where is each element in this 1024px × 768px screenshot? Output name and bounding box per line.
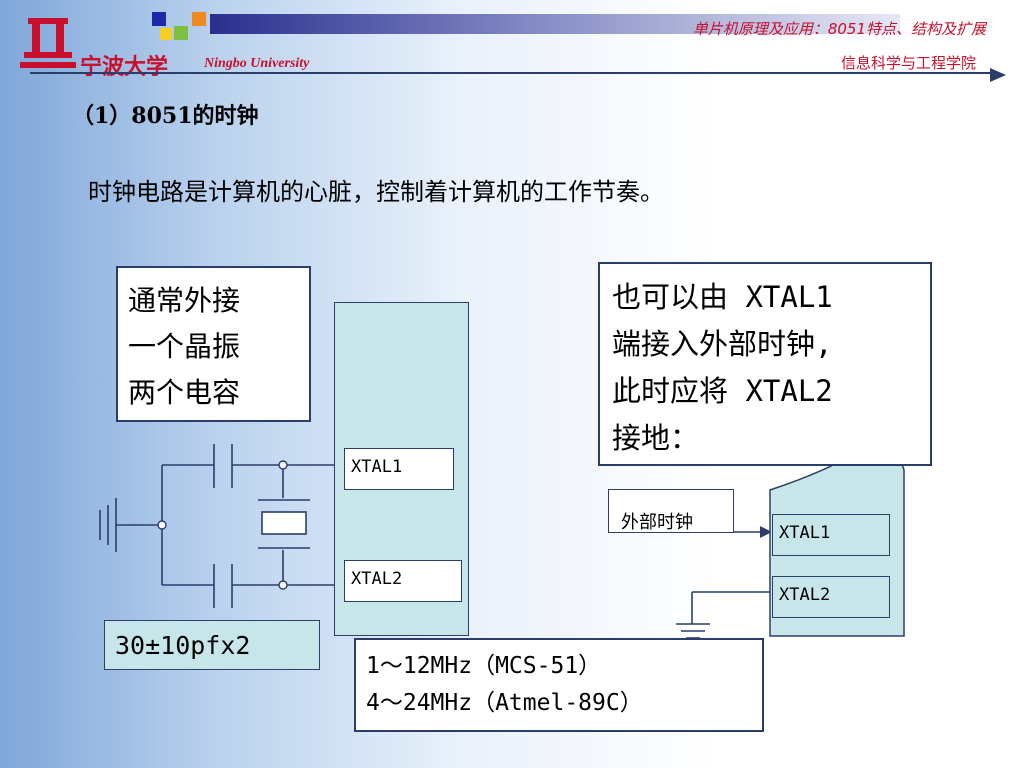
external-clock-label: 外部时钟 (608, 489, 734, 533)
university-logo-icon (20, 18, 76, 68)
note-external-line: 端接入外部时钟, (612, 327, 833, 361)
note-external-line: 也可以由 XTAL1 (612, 280, 833, 314)
note-crystal: 通常外接 一个晶振 两个电容 (116, 266, 311, 422)
pin-xtal2-left: XTAL2 (344, 560, 462, 602)
header-square-orange (192, 12, 206, 26)
pin-xtal1-right: XTAL1 (772, 514, 890, 556)
note-crystal-line: 一个晶振 (128, 330, 241, 363)
logo-text-en: Ningbo University (204, 56, 310, 71)
header-square-green (174, 26, 188, 40)
header-square-yellow (160, 28, 172, 40)
intro-text: 时钟电路是计算机的心脏，控制着计算机的工作节奏。 (88, 178, 664, 206)
frequency-line: 1～12MHz（MCS-51） (366, 653, 602, 679)
header-bar (210, 14, 900, 34)
note-crystal-line: 通常外接 (128, 284, 241, 317)
course-title: 单片机原理及应用：8051特点、结构及扩展 (692, 20, 986, 38)
pin-xtal1-left: XTAL1 (344, 448, 454, 490)
note-external-line: 此时应将 XTAL2 (612, 374, 833, 408)
note-external-line: 接地： (612, 421, 700, 455)
college-name: 信息科学与工程学院 (840, 54, 976, 72)
frequency-range-box: 1～12MHz（MCS-51） 4～24MHz（Atmel-89C） (354, 638, 764, 732)
note-crystal-line: 两个电容 (128, 376, 241, 409)
note-external-clock: 也可以由 XTAL1 端接入外部时钟, 此时应将 XTAL2 接地： (598, 262, 932, 466)
section-heading: （1）8051的时钟 (72, 103, 259, 129)
frequency-line: 4～24MHz（Atmel-89C） (366, 690, 643, 716)
logo-text-cn: 宁波大学 (80, 55, 169, 80)
header-line-arrow-icon (30, 68, 1006, 82)
capacitor-value-label: 30±10pfx2 (104, 620, 320, 670)
pin-xtal2-right: XTAL2 (772, 576, 890, 618)
header-square-blue (152, 12, 166, 26)
